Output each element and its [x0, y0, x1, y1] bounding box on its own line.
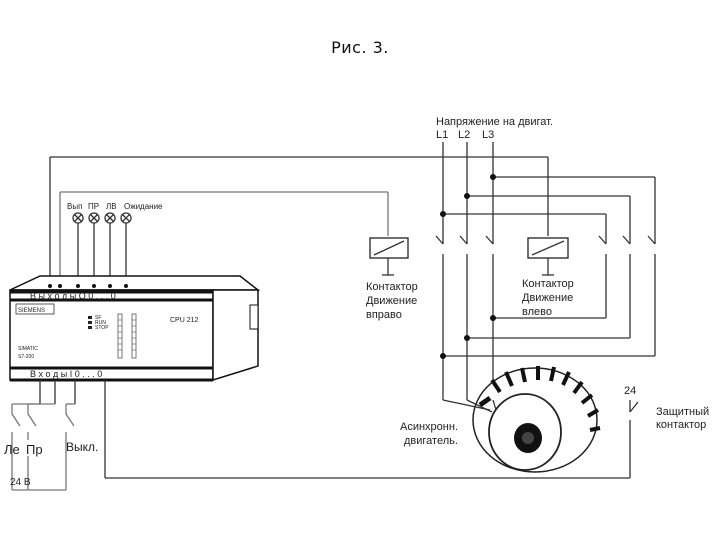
contactor-right-coil: [369, 237, 409, 276]
protection-voltage: 24: [624, 385, 636, 397]
switch-left-label: Ле: [4, 442, 20, 457]
plc-cpu-label: CPU 212: [170, 317, 199, 324]
phase-l3-label: L3: [482, 129, 494, 141]
contactor-left-line2: Движение: [522, 292, 573, 304]
input-switches: [11, 380, 76, 491]
contactor-right-line2: Движение: [366, 295, 417, 307]
switch-voltage-label: 24 В: [10, 477, 31, 488]
protection-label-line2: контактор: [656, 419, 706, 431]
lamp-label-vyp: Вып: [67, 202, 82, 211]
contactor-right-line3: вправо: [366, 309, 402, 321]
lamp-1-icon: [72, 212, 84, 286]
indicator-lamps: Вып ПР ЛВ Ожидание: [67, 202, 163, 286]
plc-outputs-label: В ы х о д ы Q 0 . . . 0: [30, 291, 116, 301]
plc-unit: В ы х о д ы Q 0 . . . 0 В х о д ы I 0 . …: [9, 275, 261, 382]
motor-icon: [442, 366, 601, 473]
control-wiring: [49, 156, 549, 286]
lamp-3-icon: [104, 212, 116, 286]
lamp-2-icon: [88, 212, 100, 286]
lamp-label-lv: ЛВ: [106, 202, 117, 211]
motor-label-line1: Асинхронн.: [400, 421, 458, 433]
plc-status-sf: SF: [95, 315, 101, 321]
lamp-label-wait: Ожидание: [124, 202, 163, 211]
plc-brand: SIEMENS: [18, 308, 45, 314]
lamp-4-icon: [120, 212, 132, 286]
phase-lines: [440, 142, 656, 236]
plc-model-label: S7-200: [18, 354, 34, 360]
plc-io-leds: [117, 313, 137, 359]
contactor-left-line1: Контактор: [522, 278, 574, 290]
motor-label-line2: двигатель.: [404, 435, 458, 447]
contactor-left-coil: [527, 237, 569, 276]
plc-status-stop: STOP: [95, 325, 109, 331]
contactor-left-line3: влево: [522, 306, 552, 318]
protection-contact: 24: [104, 380, 639, 479]
plc-inputs-label: В х о д ы I 0 . . . 0: [30, 369, 102, 379]
plc-simatic-label: SIMATIC: [18, 346, 38, 352]
protection-label-line1: Защитный: [656, 406, 709, 418]
phase-l2-label: L2: [458, 129, 470, 141]
contactor-left-contacts: [440, 235, 656, 359]
lamp-label-pr: ПР: [88, 202, 99, 211]
switch-right-label: Пр: [26, 442, 43, 457]
plc-status-run: RUN: [95, 320, 106, 326]
phase-l1-label: L1: [436, 129, 448, 141]
supply-label: Напряжение на двигат.: [436, 116, 553, 128]
contactor-right-contacts: [435, 235, 494, 400]
contactor-right-line1: Контактор: [366, 281, 418, 293]
switch-off-label: Выкл.: [66, 440, 98, 454]
figure-title: Рис. 3.: [331, 38, 389, 57]
